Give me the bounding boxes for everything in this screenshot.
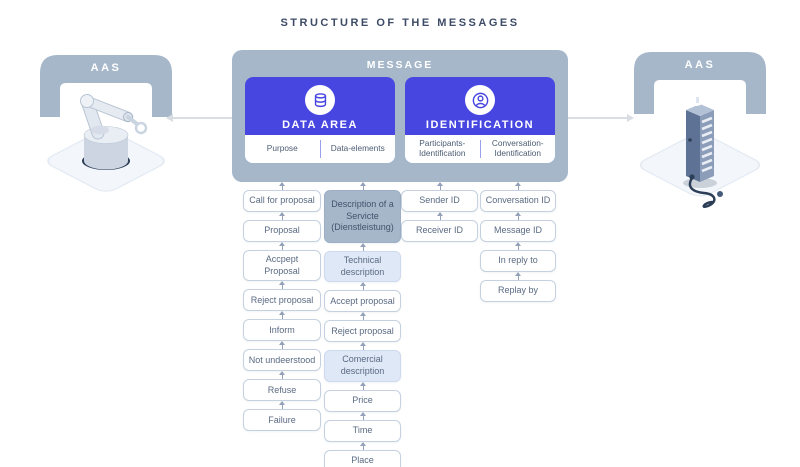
page-title: STRUCTURE OF THE MESSAGES [280,17,520,29]
connector [480,182,556,190]
field-purpose: Purpose [266,143,298,154]
data-area-title: DATA AREA [282,119,358,131]
connector [243,311,321,320]
participants-identification-column: Sender ID Receiver ID [401,182,478,242]
connector [324,182,401,190]
field-participants-identification: Participants-Identification [418,138,466,158]
node-conversation-id: Conversation ID [480,190,556,212]
node-price: Price [324,389,401,412]
node-proposal: Proposal [243,220,321,242]
aas-left-group: AAS [40,55,172,205]
node-in-reply-to: In reply to [480,250,556,272]
connector [243,401,321,410]
node-place: Place [324,449,401,467]
node-reject-proposal: Reject proposal [324,320,401,343]
database-icon [305,85,335,115]
connector [243,371,321,380]
node-accept-proposal: Accept proposal [324,290,401,313]
purpose-column: Call for proposal Proposal Accpept Propo… [243,182,321,432]
connector [480,242,556,250]
connector [324,282,401,291]
node-commercial-description: Comercial description [324,350,401,382]
node-reject-proposal: Reject proposal [243,289,321,312]
connector [243,182,321,190]
connector [243,212,321,220]
conversation-identification-column: Conversation ID Message ID In reply to R… [480,182,556,302]
connector [324,342,401,351]
data-area-card: DATA AREA Purpose Data-elements [245,77,395,163]
arrow-to-left-aas [166,114,232,122]
aas-left-label: AAS [90,62,122,74]
node-message-id: Message ID [480,220,556,242]
node-refuse: Refuse [243,379,321,402]
aas-right-label: AAS [684,59,716,71]
node-failure: Failure [243,409,321,432]
identification-title: IDENTIFICATION [425,119,535,131]
field-divider [479,140,481,158]
connector [480,272,556,280]
identification-card: IDENTIFICATION Participants-Identificati… [405,77,555,163]
node-sender-id: Sender ID [401,190,478,212]
node-accpept-proposal: Accpept Proposal [243,250,321,282]
connector [243,341,321,350]
connector [324,381,401,390]
node-technical-description: Technical description [324,251,401,283]
connector [324,312,401,321]
connector [401,182,478,190]
node-receiver-id: Receiver ID [401,220,478,242]
aas-right-group: AAS [634,52,766,208]
field-divider [319,140,321,158]
connector [324,411,401,420]
connector [480,212,556,220]
data-area-fields: Purpose Data-elements [245,135,395,163]
connector [243,242,321,250]
arrow-to-right-aas [568,114,634,122]
aas-bracket [634,52,766,114]
node-time: Time [324,419,401,442]
data-elements-column: Description of a Servicte (Dienstleistun… [324,182,401,467]
message-title: MESSAGE [366,59,434,71]
robot-arm-illustration [47,94,165,192]
aas-bracket [40,55,172,117]
node-not-understood: Not undeerstood [243,349,321,372]
identification-header: IDENTIFICATION [405,77,555,135]
connector [401,212,478,220]
node-replay-by: Replay by [480,280,556,302]
connector [243,281,321,290]
message-panel: MESSAGE DATA AREA [232,50,568,182]
node-description-of-service: Description of a Servicte (Dienstleistun… [324,190,401,243]
connector [324,441,401,450]
field-conversation-identification: Conversation-Identification [491,138,544,158]
identification-fields: Participants-Identification Conversation… [405,135,555,163]
data-area-header: DATA AREA [245,77,395,135]
user-icon [465,85,495,115]
node-inform: Inform [243,319,321,342]
field-data-elements: Data-elements [330,143,385,154]
server-tower-illustration [639,97,761,208]
connector [324,243,401,251]
node-call-for-proposal: Call for proposal [243,190,321,212]
